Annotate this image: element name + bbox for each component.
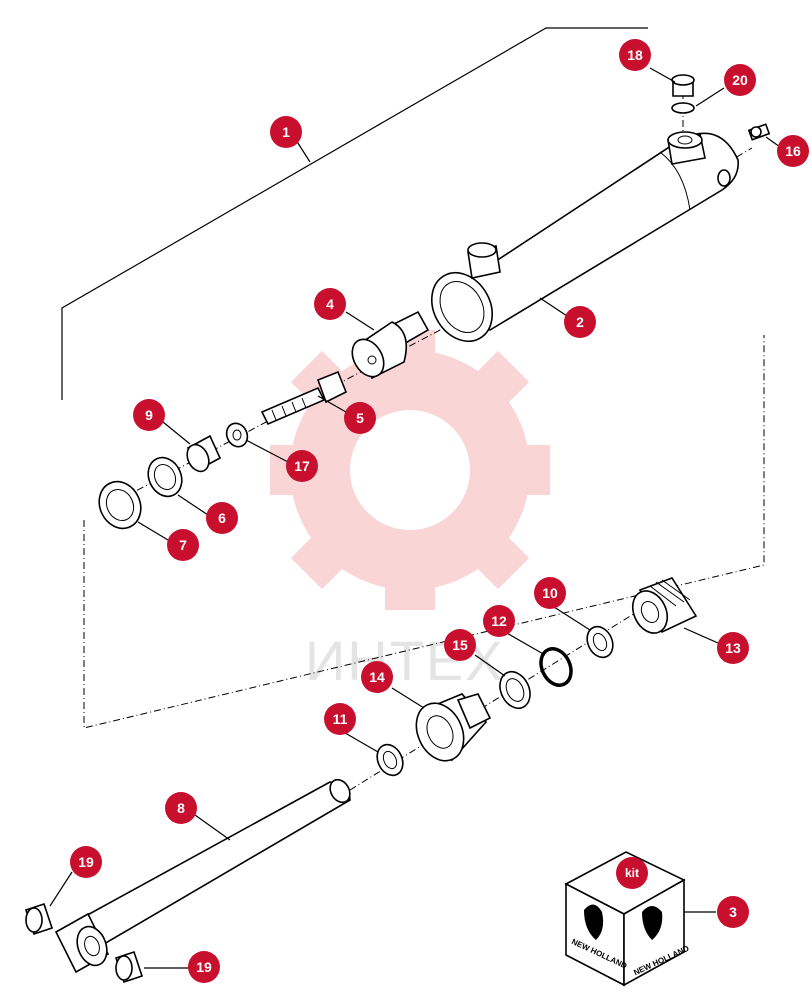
callout-16: 16 [777, 135, 809, 167]
callout-12: 12 [483, 605, 515, 637]
svg-text:3: 3 [729, 904, 737, 920]
part-19-bushing-lower [114, 950, 144, 984]
watermark-text: ИНТЕХ [305, 629, 505, 692]
callout-10: 10 [534, 577, 566, 609]
svg-text:15: 15 [452, 637, 468, 653]
callout-4: 4 [314, 288, 346, 320]
svg-text:17: 17 [294, 458, 310, 474]
part-10-ring [586, 625, 614, 659]
svg-text:16: 16 [785, 143, 801, 159]
part-6-seal [147, 456, 183, 498]
part-7-wiper [98, 480, 142, 530]
callout-kit: kit [616, 857, 648, 889]
part-14-gland [415, 693, 492, 762]
svg-text:4: 4 [326, 296, 334, 312]
callout-3: 3 [717, 896, 749, 928]
part-17-washer [225, 422, 249, 448]
callout-2: 2 [564, 306, 596, 338]
svg-text:1: 1 [282, 124, 290, 140]
svg-text:13: 13 [725, 640, 741, 656]
part-19-bushing-upper [24, 902, 54, 936]
part-3-kit-box: NEW HOLLAND NEW HOLLAND [564, 851, 691, 987]
callout-15: 15 [444, 629, 476, 661]
svg-text:kit: kit [625, 866, 639, 880]
part-15-backup-ring [499, 670, 531, 710]
svg-text:8: 8 [177, 800, 185, 816]
svg-text:19: 19 [196, 959, 212, 975]
part-8-piston-rod [54, 778, 351, 974]
callout-14: 14 [361, 661, 393, 693]
part-16-grease-fitting [747, 123, 771, 141]
callout-7: 7 [167, 529, 199, 561]
part-11-ring [376, 743, 404, 777]
callout-13: 13 [717, 632, 749, 664]
callout-badges: 1 2 3 4 5 6 7 8 9 10 11 12 13 14 15 16 1… [70, 39, 809, 983]
part-13-piston [631, 577, 698, 634]
part-18-plug [671, 74, 695, 97]
callout-8: 8 [165, 792, 197, 824]
callout-6: 6 [206, 502, 238, 534]
svg-text:10: 10 [542, 585, 558, 601]
callout-19-lower: 19 [188, 951, 220, 983]
part-20-o-ring [671, 102, 695, 114]
callout-18: 18 [619, 39, 651, 71]
svg-text:14: 14 [369, 669, 385, 685]
callout-9: 9 [133, 399, 165, 431]
callout-17: 17 [286, 450, 318, 482]
svg-text:9: 9 [145, 407, 153, 423]
svg-text:11: 11 [333, 711, 348, 727]
callout-11: 11 [324, 703, 356, 735]
callout-5: 5 [344, 402, 376, 434]
svg-text:5: 5 [356, 410, 364, 426]
phantom-box [83, 335, 765, 729]
part-2-cylinder-barrel [431, 131, 739, 342]
svg-text:2: 2 [576, 314, 584, 330]
part-9-bushing [186, 434, 222, 473]
leader-lines [49, 67, 781, 969]
svg-text:6: 6 [218, 510, 226, 526]
svg-text:7: 7 [179, 537, 187, 553]
callout-19-upper: 19 [70, 846, 102, 878]
svg-text:20: 20 [732, 72, 748, 88]
callout-20: 20 [724, 64, 756, 96]
part-12-o-ring [539, 647, 573, 687]
callout-1: 1 [270, 116, 302, 148]
svg-text:19: 19 [78, 854, 94, 870]
svg-text:18: 18 [627, 47, 643, 63]
assembly-bracket-line [61, 27, 648, 400]
watermark: ИНТЕХ [270, 330, 550, 692]
svg-text:12: 12 [491, 613, 507, 629]
part-4-piston-nut [351, 310, 430, 380]
